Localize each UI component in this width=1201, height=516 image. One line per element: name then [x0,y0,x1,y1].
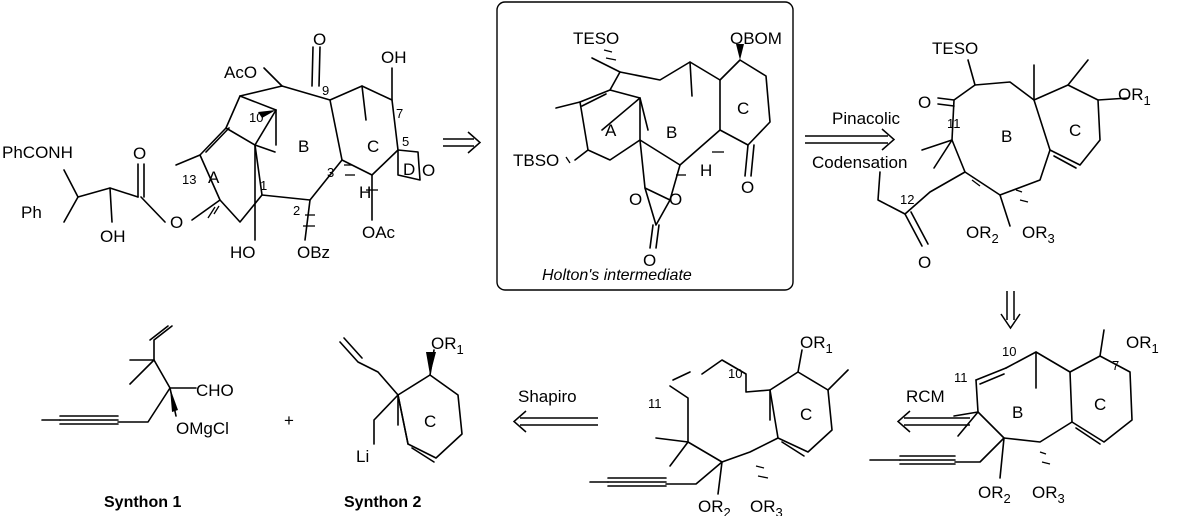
taxol-structure: AcO O OH PhCONH Ph OH O O HO OBz OAc H O… [2,30,435,262]
pinacol-or3: OR3 [1022,223,1055,246]
rcm-product-ring-b: B [1012,403,1023,422]
holton-box [496,1,794,291]
taxol-num-5: 5 [402,134,409,149]
synthon-1: CHO OMgCl Synthon 1 [41,325,234,511]
taxol-num-9: 9 [322,83,329,98]
rcm-product-num-11: 11 [954,370,968,385]
holton-ring-a: A [605,121,617,140]
synthon-2: OR1 Li C Synthon 2 [339,334,464,511]
taxol-num-7: 7 [396,106,403,121]
taxol-num-10: 10 [249,110,263,125]
taxol-ester-o: O [133,144,146,163]
pinacol-ketone-o: O [918,93,931,112]
plus-sign: + [284,411,294,430]
taxol-num-13: 13 [182,172,196,187]
synthon2-label: Synthon 2 [344,494,421,511]
taxol-aco: AcO [224,63,257,82]
rcm-product-or2: OR2 [978,483,1011,506]
taxol-o13: O [170,213,183,232]
holton-teso: TESO [573,29,619,48]
taxol-num-2: 2 [293,203,300,218]
taxol-ring-d: D [403,160,415,179]
holton-carbonate-o-left: O [629,190,642,209]
holton-carbonate-o: O [643,251,656,270]
synthon2-or1: OR1 [431,334,464,357]
pinacol-or2: OR2 [966,223,999,246]
synthon2-li: Li [356,447,369,466]
rcm-product: OR1 OR2 OR3 B C 10 11 7 [869,329,1159,506]
pinacol-ring-b: B [1001,127,1012,146]
diene-or1: OR1 [800,333,833,356]
taxol-ring-a: A [208,168,220,187]
retro-arrow-pinacolic: Pinacolic Codensation [805,109,907,172]
rcm-product-or3: OR3 [1032,483,1065,506]
taxol-ph: Ph [21,203,42,222]
holton-caption: Holton's intermediate [542,267,692,284]
holton-obom: OBOM [730,29,782,48]
pinacol-teso: TESO [932,39,978,58]
holton-ketone-o: O [741,178,754,197]
rcm-product-num-10: 10 [1002,344,1016,359]
holton-intermediate: TESO OBOM TBSO O O O H O A B C Holton's … [496,1,794,291]
diene-num-11: 11 [648,396,662,411]
pinacol-ketone-o-12: O [918,253,931,272]
taxol-ring-b: B [298,137,309,156]
taxol-num-1: 1 [260,178,267,193]
diene-or2: OR2 [698,497,731,516]
taxol-side-oh: OH [100,227,126,246]
pinacol-num-11: 11 [947,116,961,131]
taxol-oh-7: OH [381,48,407,67]
shapiro-label: Shapiro [518,387,577,406]
synthon1-omgcl: OMgCl [176,419,229,438]
holton-carbonate-o-right: O [669,190,682,209]
retro-arrow-1 [443,131,482,154]
diene-substrate: OR1 OR2 OR3 C 10 11 [589,333,849,516]
pinacolic-label-line2: Codensation [812,153,907,172]
retro-arrow-shapiro: Shapiro [512,387,598,433]
taxol-oac: OAc [362,223,396,242]
pinacol-product: TESO OR1 O OR2 OR3 O B C 11 12 [877,39,1151,272]
retro-arrow-down [1000,291,1021,330]
taxol-phconh: PhCONH [2,143,73,162]
taxol-ho: HO [230,243,256,262]
holton-ring-c: C [737,99,749,118]
rcm-product-or1: OR1 [1126,333,1159,356]
pinacol-num-12: 12 [900,192,914,207]
taxol-oxetane-o: O [422,161,435,180]
rcm-label: RCM [906,387,945,406]
rcm-product-ring-c: C [1094,395,1106,414]
taxol-ketone-o: O [313,30,326,49]
pinacol-or1: OR1 [1118,85,1151,108]
synthon2-ring-c: C [424,412,436,431]
taxol-num-3: 3 [327,165,334,180]
diene-ring-c: C [800,405,812,424]
pinacolic-label-line1: Pinacolic [832,109,901,128]
retro-arrow-rcm: RCM [896,387,970,433]
synthon1-label: Synthon 1 [104,494,181,511]
rcm-product-num-7: 7 [1112,358,1119,373]
taxol-obz: OBz [297,243,330,262]
holton-ring-b: B [666,123,677,142]
diene-or3: OR3 [750,497,783,516]
diene-num-10: 10 [728,366,742,381]
pinacol-ring-c: C [1069,121,1081,140]
holton-tbso: TBSO [513,151,559,170]
taxol-ring-c: C [367,137,379,156]
holton-h: H [700,161,712,180]
taxol-h3: H [359,183,371,202]
synthon1-cho: CHO [196,381,234,400]
